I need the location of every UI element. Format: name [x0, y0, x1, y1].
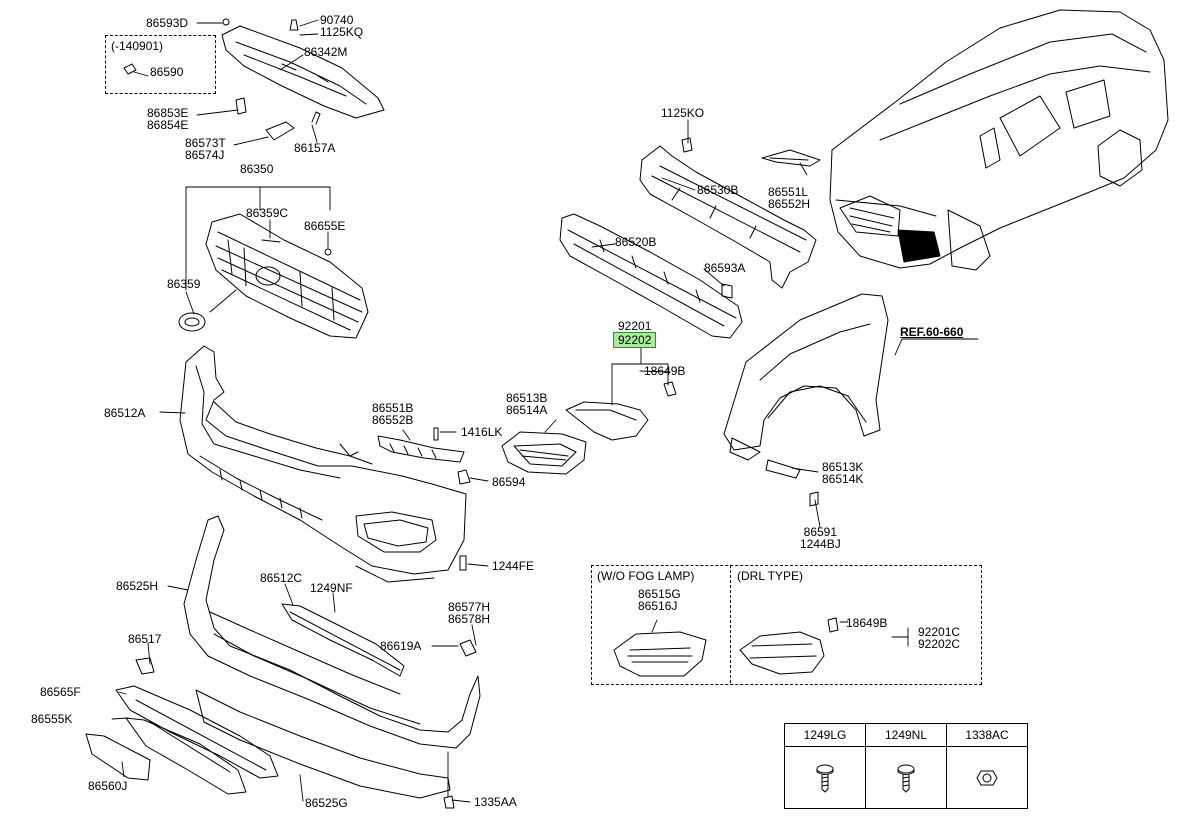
part-label-1249NF: 1249NF [310, 581, 353, 595]
part-label-1244FE: 1244FE [492, 559, 535, 573]
lower-bumper-parts [85, 515, 481, 809]
part-label-86590: 86590 [150, 65, 184, 79]
fastener-column-1338AC: 1338AC [947, 724, 1027, 808]
vehicle-illustration [829, 9, 1169, 271]
part-label-86520B: 86520B [615, 235, 657, 249]
part-label-92201: 92201 [618, 319, 652, 333]
part-label-86359: 86359 [167, 277, 201, 291]
part-label-86555K: 86555K [31, 712, 73, 726]
nut-icon [976, 770, 998, 785]
clip-86594 [457, 469, 471, 485]
fog-lamp-bezel [501, 431, 587, 475]
part-label-92202-highlighted[interactable]: 92202 [613, 332, 657, 348]
part-label-86350: 86350 [240, 162, 274, 176]
fastener-table: 1249LG 1249NL 1338AC [784, 723, 1028, 809]
fastener-column-1249NL: 1249NL [866, 724, 947, 808]
front-bumper-cover [179, 345, 467, 583]
bolt-icon [816, 764, 834, 793]
part-label-86342M: 86342M [304, 45, 348, 59]
part-label-1335AA: 1335AA [474, 795, 517, 809]
reference-label-60-660[interactable]: REF.60-660 [900, 325, 964, 339]
part-label-18649B-drl: 18649B [846, 616, 888, 630]
part-label-86157A: 86157A [294, 141, 336, 155]
part-label-86525H: 86525H [116, 579, 159, 593]
fog-lamp [565, 381, 677, 441]
fastener-header: 1249LG [785, 724, 865, 747]
leader-lines [111, 19, 979, 803]
part-label-86530B: 86530B [697, 183, 739, 197]
part-label-1125KO: 1125KO [661, 106, 705, 120]
bracket-86551L [761, 149, 821, 167]
radiator-grille [178, 213, 369, 339]
front-fender [723, 293, 889, 507]
variant-box-fog-drl [591, 565, 982, 685]
part-label-86512A: 86512A [104, 406, 146, 420]
fastener-header: 1249NL [866, 724, 946, 747]
clip-86590 [123, 63, 137, 75]
part-label-86512C: 86512C [260, 571, 303, 585]
variant-box-140901 [105, 35, 216, 94]
variant-label-140901: (-140901) [111, 39, 164, 53]
variant-box-divider [730, 565, 731, 683]
part-label-86593A: 86593A [704, 261, 746, 275]
part-label-86359C: 86359C [246, 206, 289, 220]
drl-lamp [739, 617, 839, 675]
back-beam [639, 137, 817, 289]
part-label-86565F: 86565F [40, 685, 81, 699]
bracket-86551B [377, 427, 465, 463]
part-label-86619A: 86619A [380, 639, 422, 653]
part-label-86594: 86594 [492, 475, 526, 489]
part-label-86593D: 86593D [146, 16, 189, 30]
part-label-86517: 86517 [128, 632, 162, 646]
part-label-18649B: 18649B [644, 364, 686, 378]
fastener-header: 1338AC [947, 724, 1027, 747]
fog-cover-no-lamp [613, 631, 707, 677]
variant-label-wo-fog-lamp: (W/O FOG LAMP) [597, 569, 695, 583]
variant-label-drl-type: (DRL TYPE) [737, 569, 804, 583]
part-label-86655E: 86655E [304, 219, 346, 233]
fastener-column-1249LG: 1249LG [785, 724, 866, 808]
bolt-icon [897, 764, 915, 793]
energy-absorber [559, 213, 743, 339]
radiator-upper-cover [221, 18, 385, 141]
part-label-1416LK: 1416LK [461, 425, 503, 439]
part-label-86560J: 86560J [88, 779, 128, 793]
part-label-86525G: 86525G [305, 796, 348, 810]
